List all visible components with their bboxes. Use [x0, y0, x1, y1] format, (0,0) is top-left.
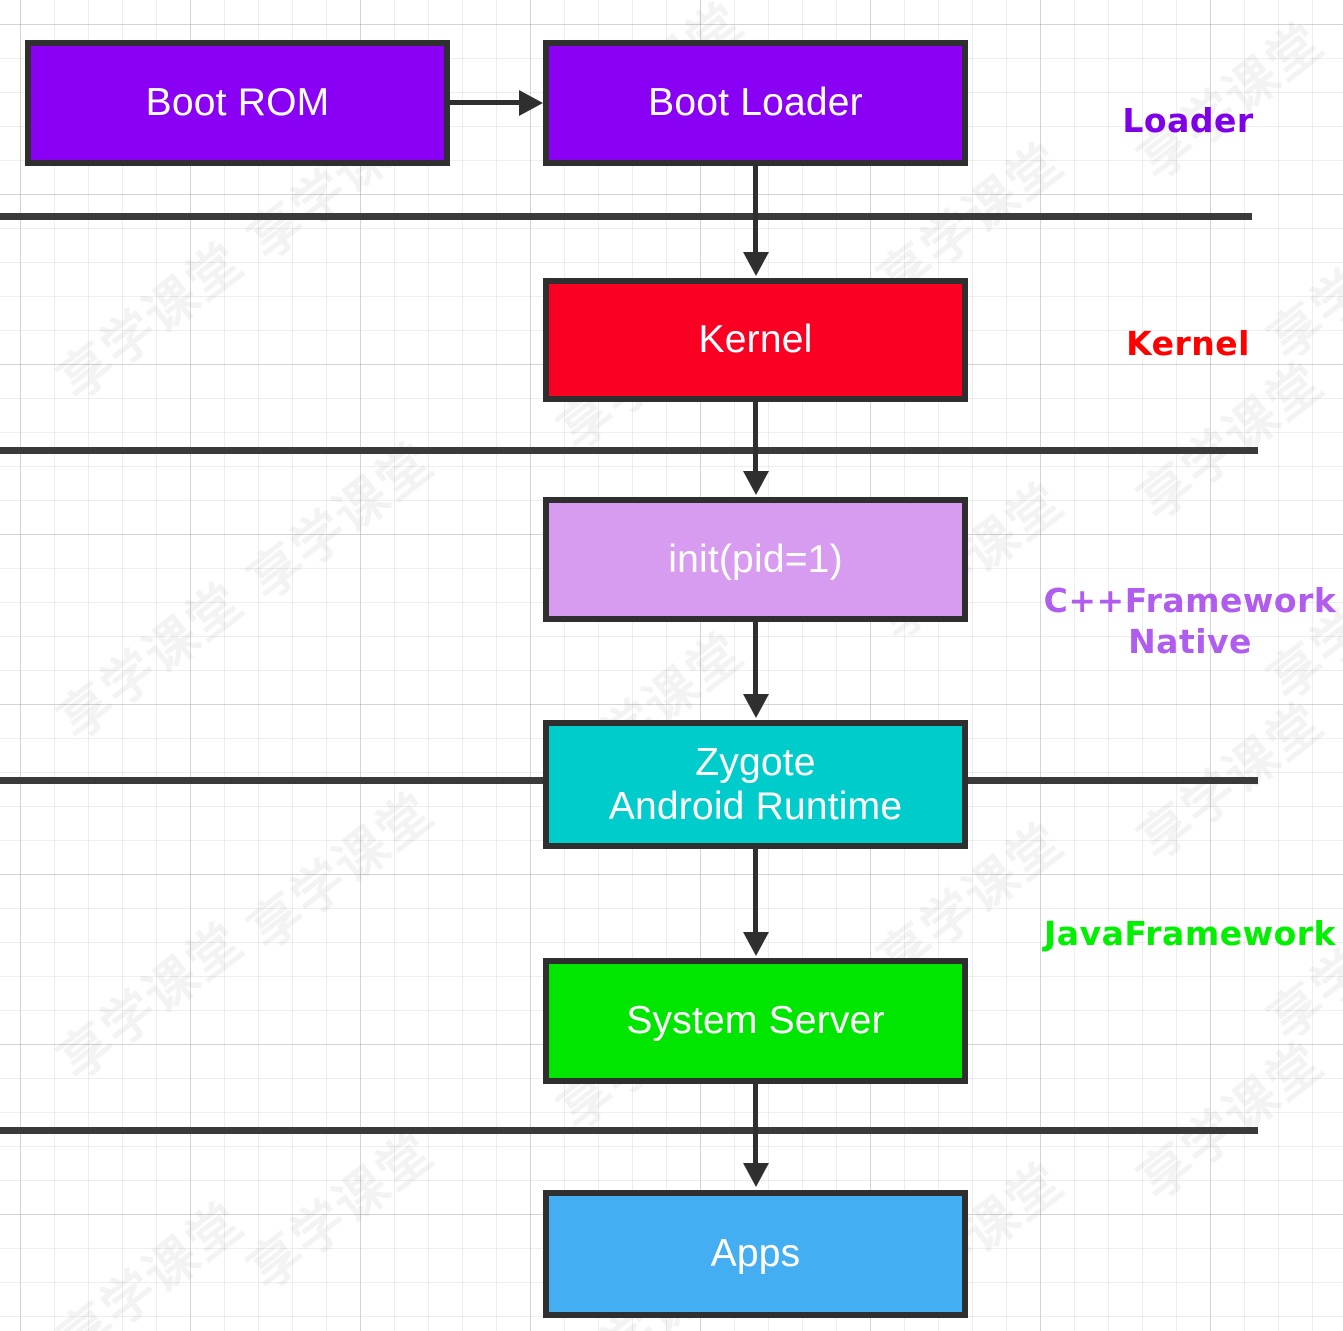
arrow-bootrom-to-bootloader-head: [519, 90, 543, 116]
node-zygote-label-line1: Zygote: [695, 740, 816, 784]
node-boot-rom[interactable]: Boot ROM: [25, 40, 450, 166]
arrow-bootloader-to-kernel-head: [743, 252, 769, 276]
watermark-text: 享学课堂: [47, 910, 255, 1092]
divider-java-apps: [0, 1127, 1258, 1134]
node-kernel-label: Kernel: [698, 318, 813, 362]
caption-loader: Loader: [1058, 100, 1318, 141]
caption-kernel-line1: Kernel: [1126, 324, 1250, 363]
divider-kernel-native: [0, 447, 1258, 454]
node-zygote-label-group: Zygote Android Runtime: [609, 741, 902, 828]
node-system-server-label: System Server: [626, 999, 885, 1043]
arrow-init-to-zygote-head: [743, 694, 769, 718]
watermark-text: 享学课堂: [47, 1190, 255, 1331]
caption-cpp-framework-line1: C++Framework: [1043, 581, 1337, 620]
caption-cpp-framework: C++Framework Native: [1040, 580, 1340, 663]
divider-loader-kernel: [0, 213, 1252, 220]
caption-loader-line1: Loader: [1122, 101, 1254, 140]
node-zygote-label-line2: Android Runtime: [608, 784, 903, 828]
caption-java-framework-line1: JavaFramework: [1044, 914, 1336, 953]
watermark-text: 享学课堂: [1257, 870, 1343, 1052]
node-kernel[interactable]: Kernel: [543, 278, 968, 402]
node-system-server[interactable]: System Server: [543, 958, 968, 1084]
node-boot-rom-label: Boot ROM: [145, 81, 330, 125]
caption-cpp-framework-line2: Native: [1128, 622, 1252, 662]
watermark-text: 享学课堂: [1127, 350, 1335, 532]
node-init[interactable]: init(pid=1): [543, 497, 968, 622]
watermark-text: 享学课堂: [1127, 10, 1335, 192]
watermark-text: 享学课堂: [237, 1120, 445, 1302]
connector-zygote-to-systemserver: [753, 849, 758, 935]
node-zygote[interactable]: Zygote Android Runtime: [543, 720, 968, 849]
caption-kernel: Kernel: [1058, 323, 1318, 364]
watermark-text: 享学课堂: [237, 780, 445, 962]
connector-systemserver-to-apps: [753, 1084, 758, 1166]
node-init-label: init(pid=1): [668, 537, 843, 581]
watermark-text: 享学课堂: [1127, 1030, 1335, 1212]
node-apps-label: Apps: [710, 1232, 801, 1276]
connector-init-to-zygote: [753, 622, 758, 696]
caption-java-framework: JavaFramework: [1040, 913, 1340, 954]
node-boot-loader-label: Boot Loader: [648, 81, 863, 125]
arrow-zygote-to-systemserver-head: [743, 932, 769, 956]
watermark-text: 享学课堂: [47, 570, 255, 752]
arrow-kernel-to-init-head: [743, 471, 769, 495]
arrow-systemserver-to-apps-head: [743, 1163, 769, 1187]
node-apps[interactable]: Apps: [543, 1190, 968, 1318]
node-boot-loader[interactable]: Boot Loader: [543, 40, 968, 166]
connector-kernel-to-init: [753, 402, 758, 474]
connector-bootloader-to-kernel: [753, 166, 758, 256]
connector-bootrom-to-bootloader: [450, 100, 525, 105]
watermark-text: 享学课堂: [47, 230, 255, 412]
